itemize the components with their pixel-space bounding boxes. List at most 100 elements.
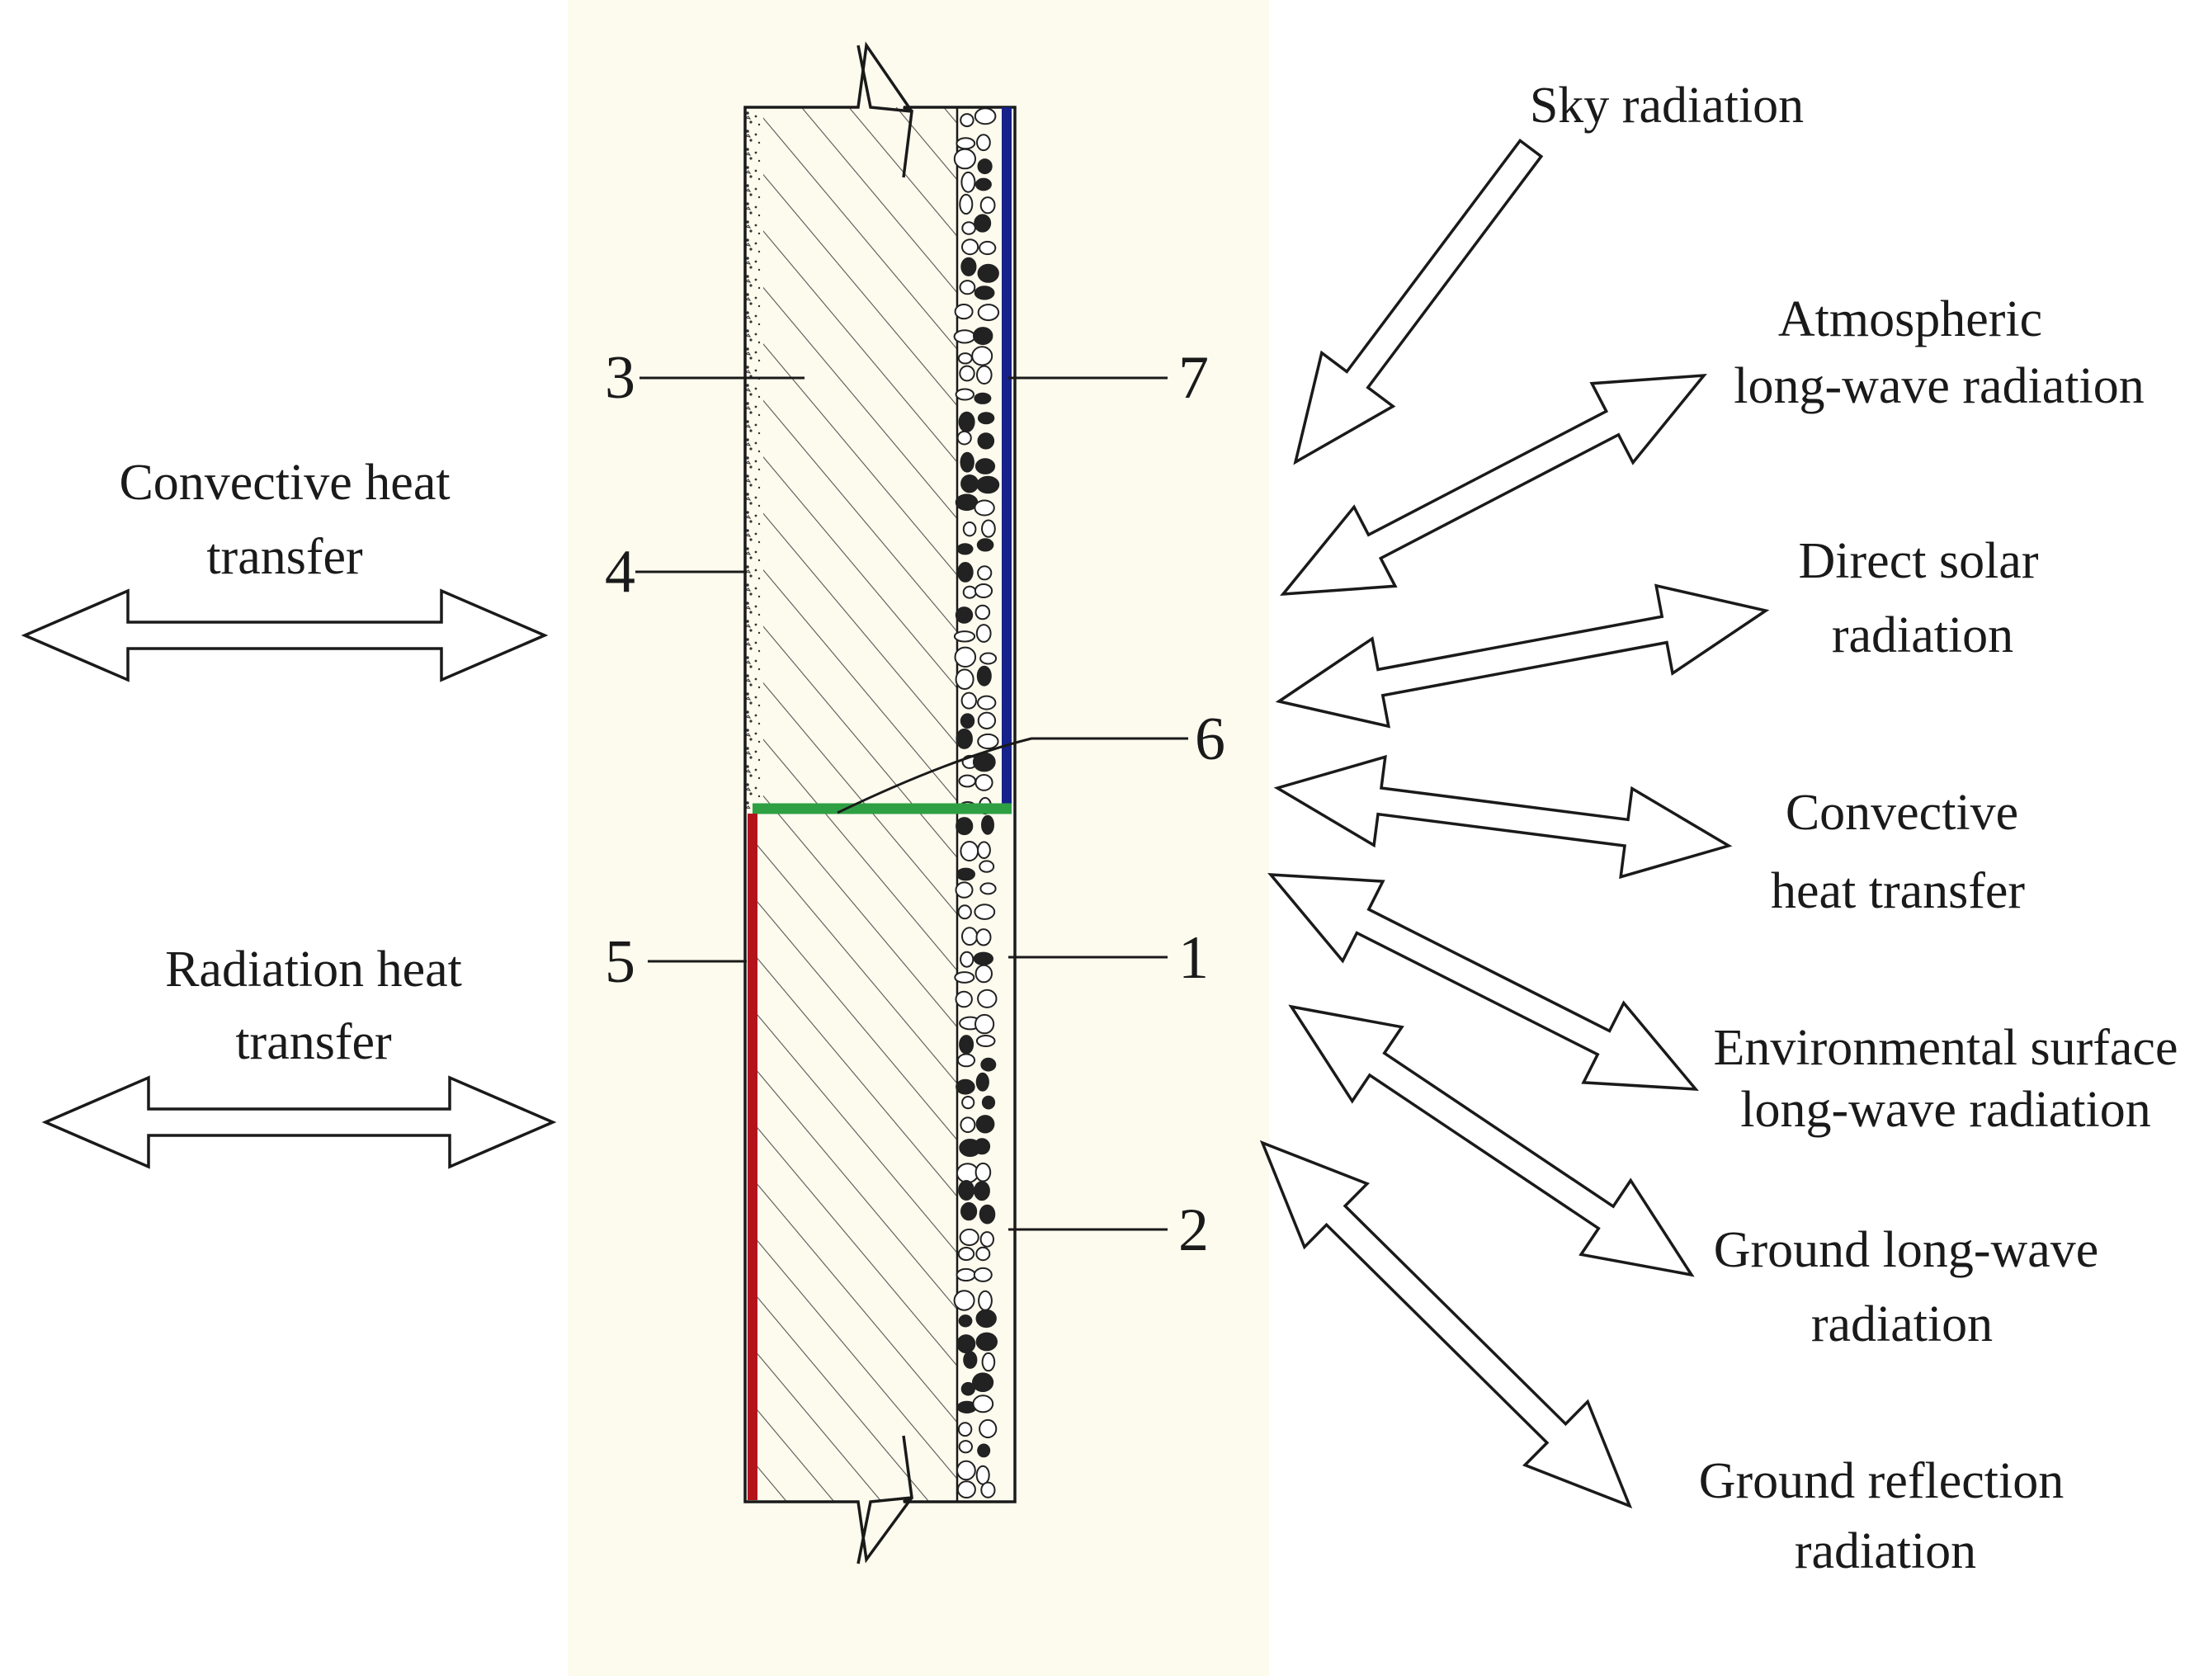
- gravel-stone: [960, 171, 976, 193]
- gravel-stone: [979, 240, 997, 256]
- gravel-stone: [962, 521, 977, 537]
- gravel-stone: [960, 713, 975, 729]
- gravel-stone: [979, 882, 997, 895]
- gravel-stone: [975, 1465, 990, 1485]
- gravel-stone: [957, 1422, 973, 1437]
- sky-radiation-label: Sky radiation: [1530, 78, 1804, 134]
- layer-number-7: 7: [1178, 344, 1209, 412]
- gravel-stone: [976, 665, 992, 687]
- gravel-stone: [955, 388, 975, 401]
- gravel-stone: [953, 148, 977, 170]
- left-labels: Convective heat transfer Radiation heat …: [119, 455, 461, 1070]
- layer-number-2: 2: [1178, 1196, 1209, 1264]
- wall-outline: [743, 41, 1017, 1564]
- gravel-stone: [961, 1096, 975, 1110]
- layer-number-6: 6: [1195, 706, 1225, 773]
- layer-labels: 3 4 5 7 6 1 2: [605, 344, 1225, 1264]
- gravel-stone: [977, 304, 1000, 322]
- gravel-stone: [958, 1180, 974, 1201]
- gravel-stone: [976, 134, 991, 152]
- layer-4-plaster: [745, 107, 763, 809]
- gravel-stone: [975, 1332, 998, 1352]
- gravel-stone: [959, 1228, 979, 1247]
- gravel-stone: [975, 624, 992, 643]
- gravel-stone: [976, 475, 1000, 494]
- gravel-stone: [974, 1013, 995, 1035]
- sky-radiation-arrow: [1293, 138, 1544, 465]
- gravel-stone: [972, 1394, 994, 1413]
- right-convective-label-line-1: Convective: [1786, 785, 2018, 841]
- gravel-stone: [979, 652, 998, 665]
- ground-longwave-label-line-2: radiation: [1811, 1296, 1993, 1352]
- layer-number-1: 1: [1178, 924, 1209, 992]
- gravel-stone: [974, 177, 992, 191]
- gravel-stone: [956, 867, 976, 881]
- gravel-stone: [954, 971, 975, 984]
- direct-solar-label-line-1: Direct solar: [1799, 533, 2039, 589]
- gravel-stone: [971, 346, 993, 366]
- gravel-stone: [956, 1334, 976, 1354]
- gravel-stone: [961, 927, 979, 946]
- gravel-stone: [977, 695, 997, 710]
- gravel-stone: [953, 630, 976, 643]
- gravel-stone: [960, 474, 979, 493]
- gravel-stone: [955, 990, 973, 1008]
- gravel-stone: [974, 583, 993, 598]
- atmospheric-label-line-1: Atmospheric: [1778, 291, 2042, 347]
- layer-3-wall-upper: [763, 107, 957, 809]
- gravel-stone: [979, 1231, 995, 1248]
- gravel-stone: [978, 1290, 993, 1311]
- gravel-stone: [974, 392, 992, 404]
- gravel-stone: [975, 1035, 996, 1047]
- ground-reflection-arrow: [1259, 1140, 1633, 1509]
- left-radiation-label-line-1: Radiation heat: [165, 941, 462, 998]
- environmental-label-line-1: Environmental surface: [1714, 1020, 2178, 1076]
- gravel-stone: [973, 951, 994, 966]
- gravel-stone: [956, 1460, 976, 1481]
- gravel-stone: [977, 158, 993, 175]
- gravel-stone: [960, 691, 978, 710]
- layer-number-3: 3: [605, 344, 635, 412]
- direct-solar-label-line-2: radiation: [1832, 607, 2013, 663]
- right-labels: Sky radiation Atmospheric long-wave radi…: [1530, 78, 2178, 1579]
- direct-solar-arrow: [1275, 583, 1770, 729]
- gravel-stone: [958, 1440, 974, 1454]
- environmental-radiation-arrow: [1267, 873, 1699, 1091]
- gravel-stone: [955, 606, 974, 624]
- environmental-label-line-2: long-wave radiation: [1740, 1082, 2151, 1138]
- gravel-stone: [958, 774, 977, 788]
- left-convective-label-line-2: transfer: [206, 529, 363, 585]
- gravel-stone: [981, 1095, 996, 1110]
- atmospheric-label-line-2: long-wave radiation: [1734, 358, 2145, 414]
- gravel-stone: [955, 881, 974, 899]
- gravel-stone: [980, 1481, 996, 1498]
- leader-6: [837, 737, 1188, 814]
- gravel-stone: [959, 365, 975, 382]
- gravel-stone: [954, 304, 974, 320]
- gravel-stone: [956, 817, 974, 836]
- gravel-stone: [956, 543, 974, 555]
- gravel-stone: [960, 951, 974, 968]
- ground-reflection-label-line-2: radiation: [1795, 1523, 1976, 1579]
- gravel-stone: [954, 646, 977, 668]
- ground-longwave-label-line-1: Ground long-wave: [1714, 1222, 2099, 1278]
- gravel-stone: [956, 1267, 976, 1282]
- gravel-stone: [960, 841, 979, 861]
- gravel-stone: [956, 728, 973, 749]
- gravel-stone: [974, 458, 996, 474]
- gravel-stone: [957, 1247, 975, 1261]
- top-break-mark: [856, 45, 913, 178]
- gravel-stone: [977, 841, 991, 859]
- gravel-stone: [959, 193, 974, 215]
- gravel-stone: [960, 451, 974, 473]
- gravel-stone: [974, 499, 995, 517]
- gravel-stone: [958, 1314, 973, 1328]
- ground-reflection-label-line-1: Ground reflection: [1699, 1453, 2064, 1509]
- gravel-stone: [962, 585, 977, 599]
- gravel-stone: [979, 196, 996, 215]
- layer-number-5: 5: [605, 928, 635, 996]
- gravel-stone: [956, 1078, 975, 1095]
- right-convective-arrow: [1273, 754, 1733, 880]
- gravel-stone: [976, 365, 993, 385]
